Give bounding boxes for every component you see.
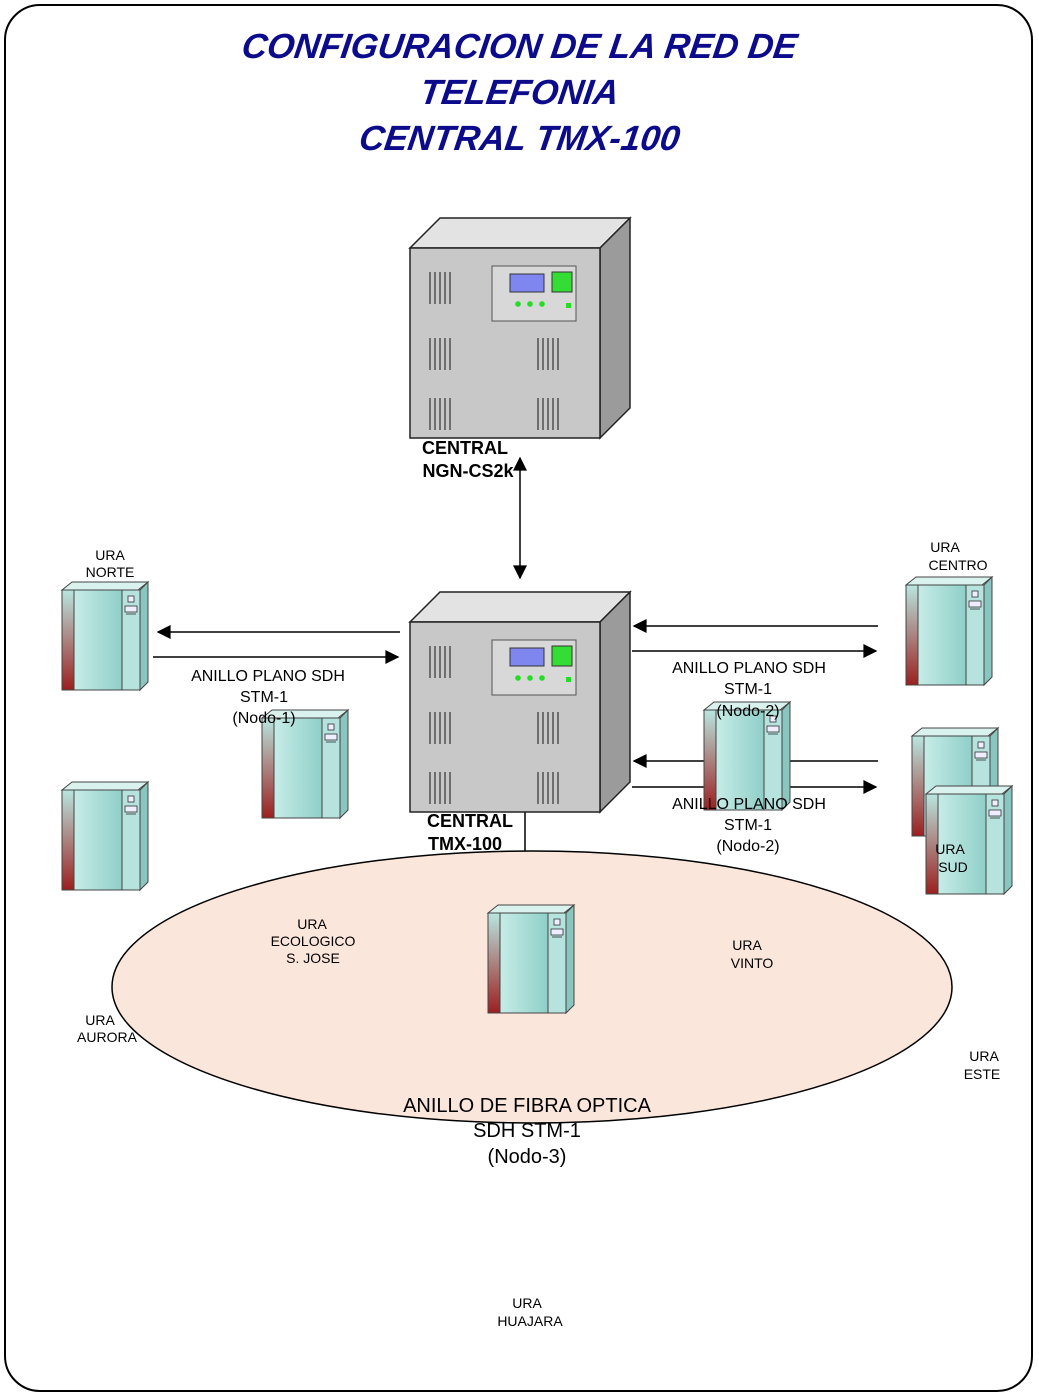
ura-norte-label-1: URA [95, 547, 125, 563]
ura-huajara-label-1: URA [512, 1295, 542, 1311]
ura-aurora-label-1: URA [85, 1012, 115, 1028]
central-tmx-label-2: TMX-100 [428, 834, 502, 854]
ura-aurora-icon [61, 781, 149, 891]
ura-norte-label-2: NORTE [86, 564, 135, 580]
ura-sud-label-2: SUD [938, 859, 968, 875]
ura-este-label-1: URA [969, 1048, 999, 1064]
ring-label-1: ANILLO DE FIBRA OPTICA [403, 1095, 652, 1117]
ring-label-3: (Nodo-3) [488, 1146, 567, 1168]
link-centro-label-1: ANILLO PLANO SDH [672, 660, 826, 677]
page-frame [4, 4, 1033, 1392]
ura-ecologico-label-3: S. JOSE [286, 950, 340, 966]
link-sud-label-1: ANILLO PLANO SDH [672, 796, 826, 813]
link-sud-label-3: (Nodo-2) [716, 838, 779, 855]
ura-centro-label-2: CENTRO [928, 557, 987, 573]
link-norte-label-2: STM-1 [240, 689, 288, 706]
link-centro-label-2: STM-1 [724, 681, 772, 698]
ura-centro-icon [905, 576, 993, 686]
central-ngn-server-icon [409, 217, 631, 439]
ura-este-label-2: ESTE [964, 1066, 1001, 1082]
ura-huajara-icon [487, 904, 575, 1014]
ura-norte-icon [61, 581, 149, 691]
ura-vinto-label-2: VINTO [731, 955, 774, 971]
ura-sud-label-1: URA [935, 841, 965, 857]
central-ngn-label-1: CENTRAL [422, 438, 508, 458]
ura-aurora-label-2: AURORA [77, 1029, 138, 1045]
central-tmx-server-icon [409, 591, 631, 813]
link-centro-label-3: (Nodo-2) [716, 703, 779, 720]
central-ngn-label-2: NGN-CS2k [422, 461, 514, 481]
link-norte-label-3: (Nodo-1) [232, 710, 295, 727]
ura-este-icon [925, 785, 1013, 895]
ura-vinto-label-1: URA [732, 937, 762, 953]
ring-label-2: SDH STM-1 [473, 1120, 581, 1142]
link-sud-label-2: STM-1 [724, 817, 772, 834]
ura-centro-label-1: URA [930, 539, 960, 555]
ura-ecologico-label-2: ECOLOGICO [271, 933, 356, 949]
ura-ecologico-label-1: URA [297, 916, 327, 932]
ura-huajara-label-2: HUAJARA [497, 1313, 563, 1329]
link-norte-label-1: ANILLO PLANO SDH [191, 668, 345, 685]
central-tmx-label-1: CENTRAL [427, 811, 513, 831]
